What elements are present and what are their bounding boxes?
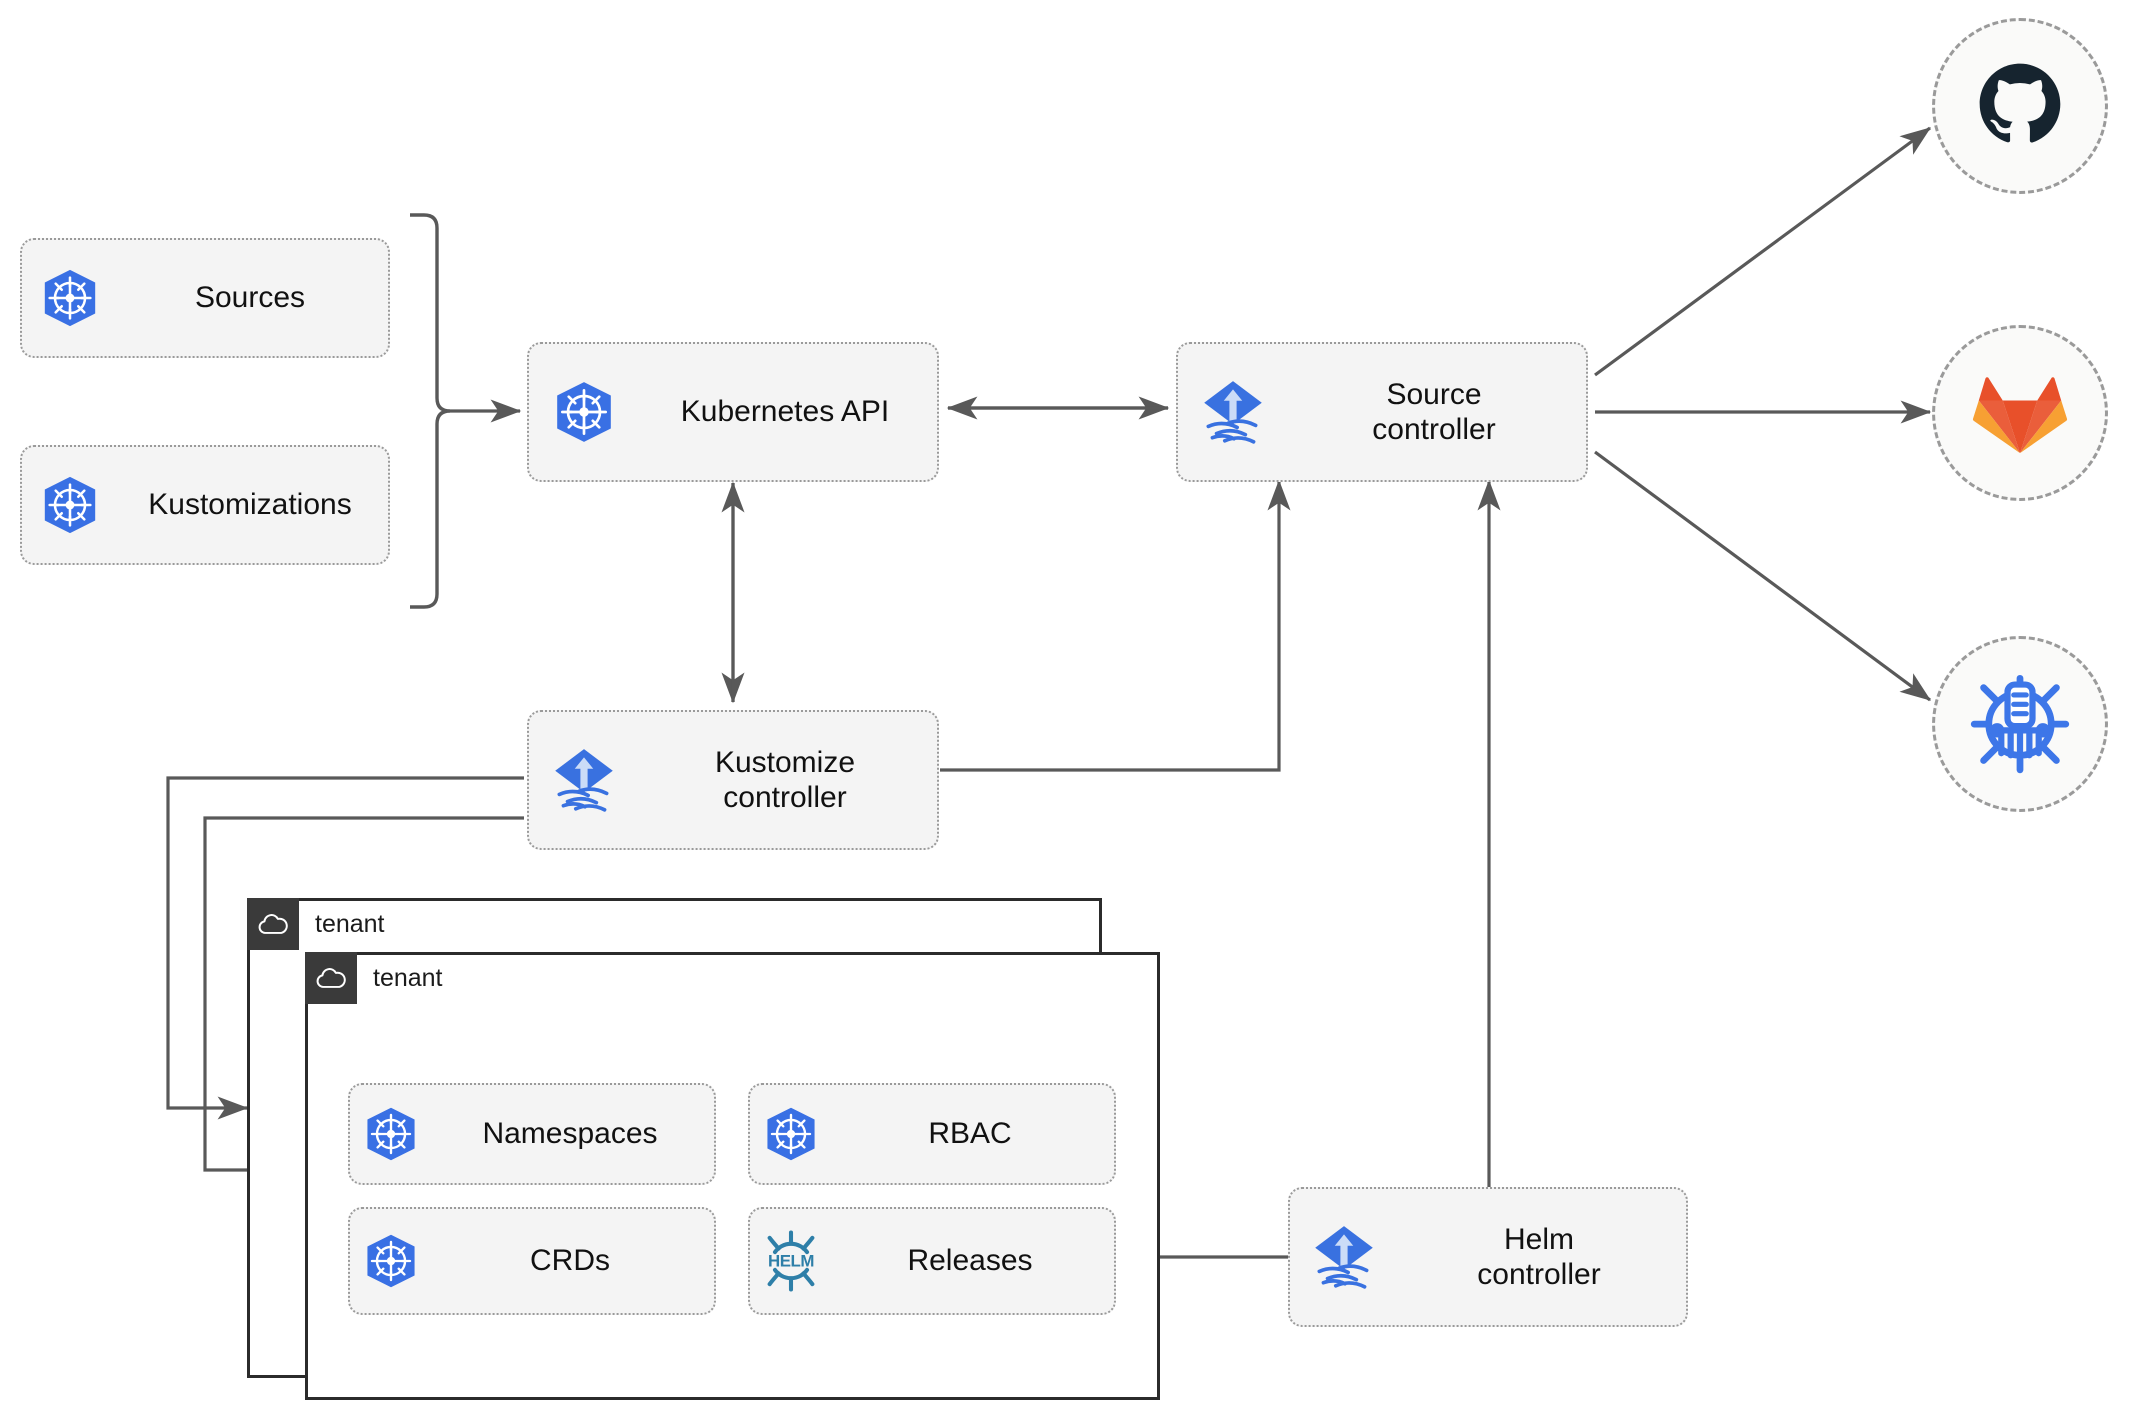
flux-icon — [1290, 1220, 1398, 1294]
resource-namespaces[interactable]: Namespaces — [348, 1083, 716, 1185]
helm-icon: HELM — [750, 1229, 832, 1293]
repo-helm-repository[interactable] — [1932, 636, 2108, 812]
node-sources[interactable]: Sources — [20, 238, 390, 358]
tenant-header: tenant — [305, 952, 443, 1004]
helm-repository-icon — [1968, 670, 2072, 779]
resource-crds[interactable]: CRDs — [348, 1207, 716, 1315]
node-label: Kustomizations — [148, 488, 352, 522]
kubernetes-icon — [22, 267, 118, 329]
node-source-controller[interactable]: Source controller — [1176, 342, 1588, 482]
kubernetes-icon — [529, 379, 639, 445]
node-kustomizations[interactable]: Kustomizations — [20, 445, 390, 565]
tenant-resources-grid: Namespaces — [348, 1083, 1116, 1315]
resource-label: RBAC — [928, 1117, 1012, 1151]
svg-text:HELM: HELM — [768, 1251, 814, 1270]
node-label: Sources — [194, 281, 306, 315]
node-helm-controller[interactable]: Helm controller — [1288, 1187, 1688, 1327]
tenant-header: tenant — [247, 898, 385, 950]
kubernetes-icon — [750, 1105, 832, 1163]
github-icon — [1972, 56, 2068, 157]
resource-releases[interactable]: HELM Releases — [748, 1207, 1116, 1315]
kubernetes-icon — [350, 1232, 432, 1290]
repo-gitlab[interactable] — [1932, 325, 2108, 501]
node-label: Kubernetes API — [680, 395, 890, 429]
tenant-label: tenant — [373, 963, 443, 992]
resource-label: CRDs — [530, 1244, 610, 1278]
gitlab-icon — [1972, 365, 2068, 462]
resource-label: Releases — [907, 1244, 1033, 1278]
cloud-icon — [305, 952, 357, 1004]
tenant-label: tenant — [315, 909, 385, 938]
resource-rbac[interactable]: RBAC — [748, 1083, 1116, 1185]
node-label: Kustomize controller — [714, 745, 856, 814]
kubernetes-icon — [350, 1105, 432, 1163]
node-kubernetes-api[interactable]: Kubernetes API — [527, 342, 939, 482]
cloud-icon — [247, 898, 299, 950]
node-kustomize-controller[interactable]: Kustomize controller — [527, 710, 939, 850]
kubernetes-icon — [22, 474, 118, 536]
node-label: Source controller — [1372, 377, 1496, 446]
flux-icon — [529, 743, 639, 817]
flux-icon — [1178, 375, 1288, 449]
repo-github[interactable] — [1932, 18, 2108, 194]
node-label: Helm controller — [1477, 1222, 1601, 1291]
resource-label: Namespaces — [482, 1117, 658, 1151]
tenant-container-front[interactable]: tenant — [305, 952, 1160, 1400]
